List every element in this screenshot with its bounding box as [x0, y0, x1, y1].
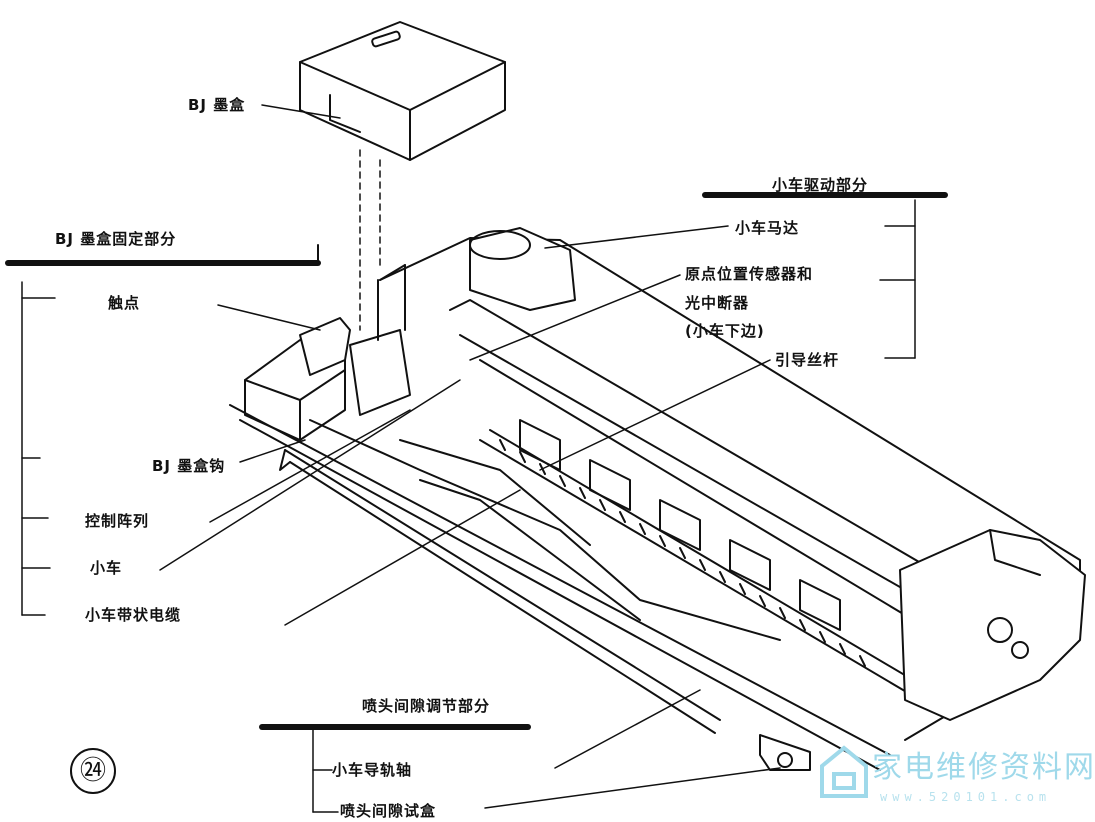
chassis-drawing: [229, 227, 1086, 771]
watermark-url: www.520101.com: [880, 790, 1052, 804]
label-home-sensor-3: (小车下边): [685, 322, 765, 340]
left-bracket: [21, 281, 56, 616]
label-bj-holder-section: BJ 墨盒固定部分: [55, 230, 177, 248]
label-ribbon-cable: 小车带状电缆: [85, 606, 182, 624]
label-control-array: 控制阵列: [85, 512, 150, 530]
label-carriage-motor: 小车马达: [735, 219, 800, 237]
watermark-text: 家电维修资料网: [872, 750, 1095, 785]
label-home-sensor-1: 原点位置传感器和: [685, 265, 814, 283]
right-bracket: [879, 199, 916, 359]
label-bj-hook: BJ 墨盒钩: [152, 457, 226, 475]
bottom-bracket: [312, 729, 339, 813]
label-bj-cartridge: BJ 墨盒: [188, 96, 246, 114]
label-gap-adjust-section: 喷头间隙调节部分: [362, 697, 491, 715]
label-carriage: 小车: [90, 559, 123, 577]
watermark-logo-icon: [820, 745, 868, 798]
label-lead-screw: 引导丝杆: [775, 351, 840, 369]
label-gap-test-box: 喷头间隙试盒: [340, 802, 437, 820]
bj-cartridge-drawing: [299, 21, 506, 161]
leader-lines: [159, 104, 781, 809]
label-contacts: 触点: [108, 294, 141, 312]
label-carriage-drive-section: 小车驱动部分: [772, 176, 869, 194]
label-guide-shaft: 小车导轨轴: [332, 761, 413, 779]
label-home-sensor-2: 光中断器: [685, 294, 750, 312]
figure-number: ㉔: [70, 748, 116, 794]
